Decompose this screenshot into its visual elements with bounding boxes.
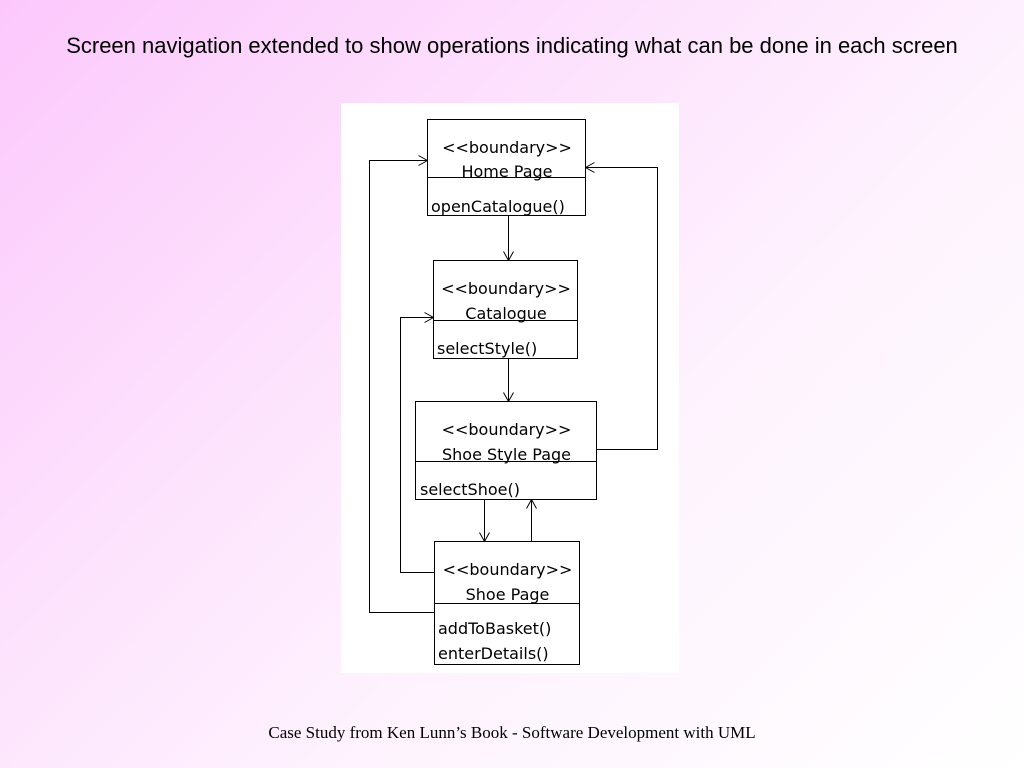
- diagram-canvas: <<boundary>>Home PageopenCatalogue()<<bo…: [369, 119, 658, 665]
- navigation-arrow-shoe-style-to-shoe: [479, 499, 490, 543]
- class-box-frame: [433, 260, 578, 359]
- navigation-line: [585, 167, 658, 450]
- footer-citation: Case Study from Ken Lunn’s Book - Softwa…: [268, 723, 756, 742]
- class-box-shoe: <<boundary>> Shoe Page addToBasket() enterD…: [434, 541, 580, 665]
- class-stereotype: <<boundary>>: [443, 560, 573, 579]
- class-box-catalogue: <<boundary>> Catalogue selectStyle(): [433, 260, 578, 359]
- class-stereotype: <<boundary>>: [441, 279, 571, 298]
- class-name: Catalogue: [465, 304, 546, 323]
- navigation-line: [400, 317, 435, 573]
- class-box-shoe-style: <<boundary>> Shoe Style Page selectShoe(): [415, 401, 597, 500]
- class-box-frame: [415, 401, 597, 500]
- class-operation: addToBasket(): [438, 619, 551, 638]
- class-stereotype: <<boundary>>: [442, 420, 572, 439]
- class-operation: openCatalogue(): [431, 197, 565, 216]
- class-operation: selectShoe(): [420, 480, 520, 499]
- class-box-home: <<boundary>> Home Page openCatalogue(): [427, 119, 586, 216]
- class-box-frame: [427, 119, 586, 216]
- class-name: Home Page: [461, 162, 552, 181]
- boundary-classes: <<boundary>>Home PageopenCatalogue()<<bo…: [415, 119, 597, 665]
- class-name: Shoe Style Page: [442, 445, 571, 464]
- class-operation: enterDetails(): [438, 644, 549, 663]
- navigation-arrow-home-to-catalogue: [503, 215, 514, 262]
- class-operation: selectStyle(): [437, 339, 537, 358]
- navigation-connectors: [369, 155, 658, 613]
- class-stereotype: <<boundary>>: [442, 138, 572, 157]
- navigation-arrow-catalogue-to-shoe-style: [503, 358, 514, 403]
- navigation-arrow-shoe-to-home: [369, 155, 435, 613]
- navigation-line: [369, 160, 435, 613]
- class-name: Shoe Page: [466, 585, 550, 604]
- slide-title: Screen navigation extended to show opera…: [66, 33, 958, 58]
- navigation-arrow-shoe-to-shoe-style: [526, 498, 537, 542]
